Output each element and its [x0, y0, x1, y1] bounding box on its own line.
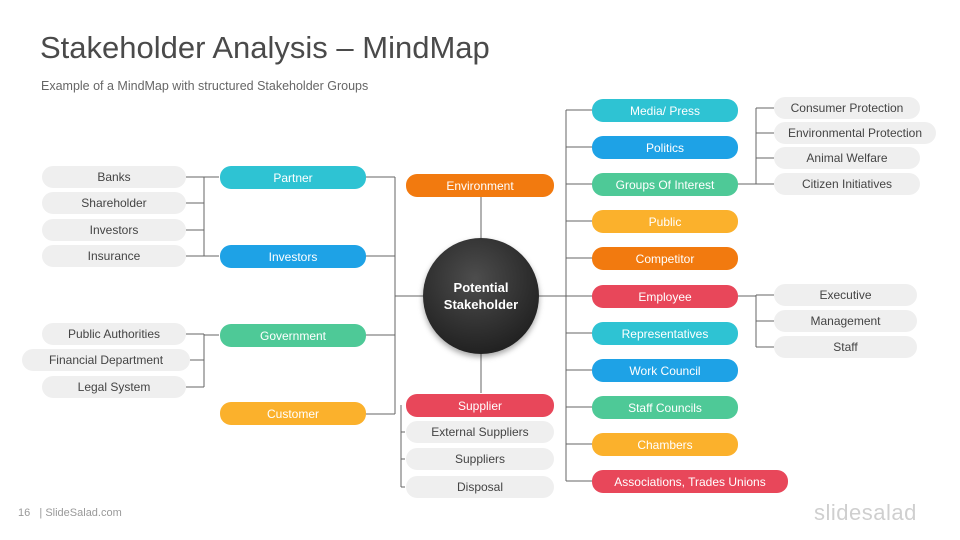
node-competitor: Competitor [592, 247, 738, 270]
child-banks: Banks [42, 166, 186, 188]
child-citizen-initiatives: Citizen Initiatives [774, 173, 920, 195]
page-number: 16 [18, 507, 31, 519]
child-shareholder: Shareholder [42, 192, 186, 214]
child-public-authorities: Public Authorities [42, 323, 186, 345]
child-animal-welfare: Animal Welfare [774, 147, 920, 169]
child-staff: Staff [774, 336, 917, 358]
child-executive: Executive [774, 284, 917, 306]
node-partner: Partner [220, 166, 366, 189]
child-financial-department: Financial Department [22, 349, 190, 371]
child-insurance: Insurance [42, 245, 186, 267]
node-supplier: Supplier [406, 394, 554, 417]
child-environmental-protection: Environmental Protection [774, 122, 936, 144]
node-environment: Environment [406, 174, 554, 197]
node-customer: Customer [220, 402, 366, 425]
node-employee: Employee [592, 285, 738, 308]
brand-logo: slidesalad [814, 500, 917, 525]
child-external-suppliers: External Suppliers [406, 421, 554, 443]
footer-site: | SlideSalad.com [39, 507, 122, 519]
node-staff-councils: Staff Councils [592, 396, 738, 419]
page-title: Stakeholder Analysis – MindMap [40, 30, 490, 65]
child-consumer-protection: Consumer Protection [774, 97, 920, 119]
child-suppliers: Suppliers [406, 448, 554, 470]
child-disposal: Disposal [406, 476, 554, 498]
center-node: Potential Stakeholder [423, 238, 539, 354]
page-subtitle: Example of a MindMap with structured Sta… [41, 79, 369, 93]
node-representatives: Representatives [592, 322, 738, 345]
node-groups-of-interest: Groups Of Interest [592, 173, 738, 196]
child-investors: Investors [42, 219, 186, 241]
child-management: Management [774, 310, 917, 332]
footer: 16 | SlideSalad.com [18, 507, 122, 519]
node-politics: Politics [592, 136, 738, 159]
node-government: Government [220, 324, 366, 347]
center-label-line1: Potential [453, 280, 509, 295]
node-media-press: Media/ Press [592, 99, 738, 122]
center-label-line2: Stakeholder [443, 297, 519, 312]
node-work-council: Work Council [592, 359, 738, 382]
node-associations-trades-unions: Associations, Trades Unions [592, 470, 788, 493]
node-investors: Investors [220, 245, 366, 268]
node-chambers: Chambers [592, 433, 738, 456]
node-public: Public [592, 210, 738, 233]
child-legal-system: Legal System [42, 376, 186, 398]
